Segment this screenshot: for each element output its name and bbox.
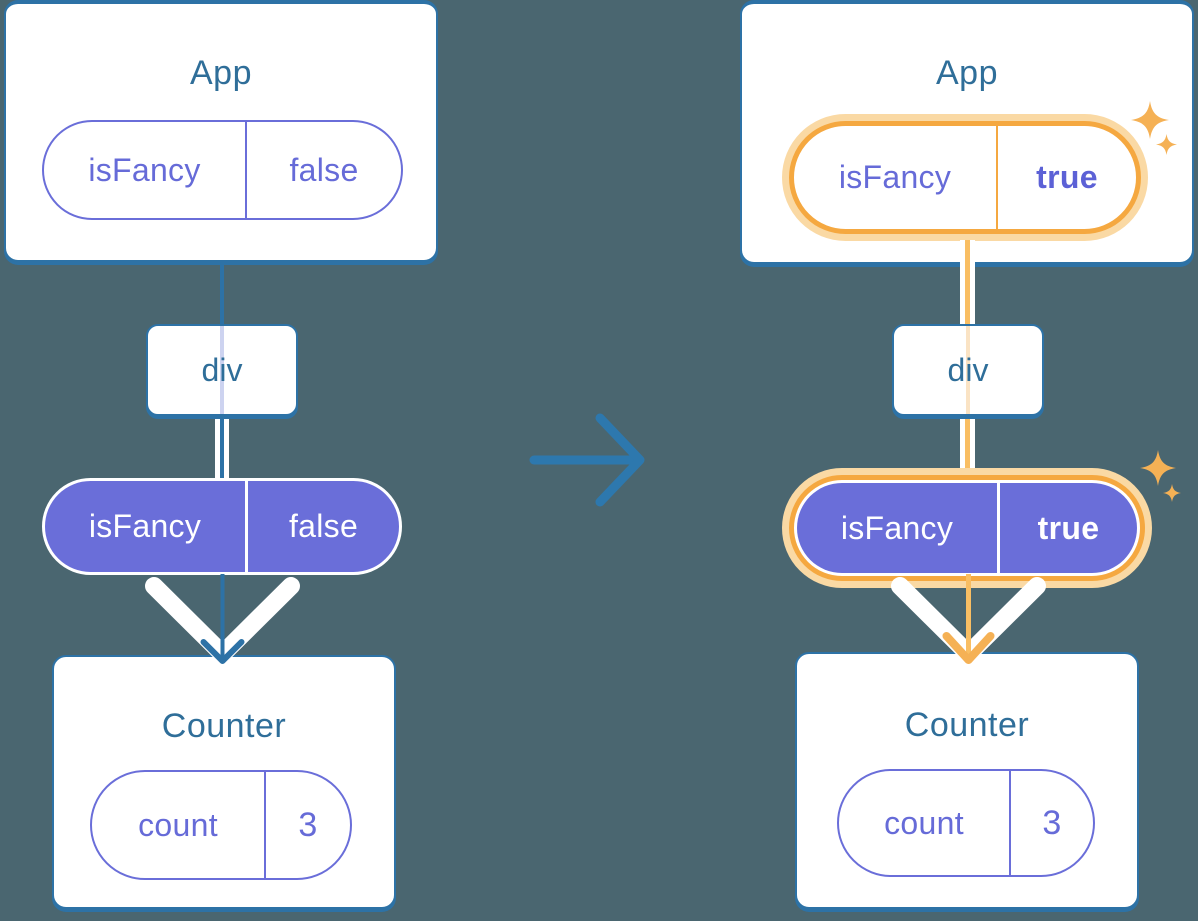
after-connector-div-prop-line	[965, 419, 970, 469]
after-connector-app-div-line	[965, 240, 970, 324]
after-div-label: div	[947, 351, 989, 388]
before-counter-card: Counter count 3	[52, 655, 396, 909]
state-value: true	[1036, 159, 1098, 195]
state-name: isFancy	[44, 122, 247, 218]
before-counter-state-pill: count 3	[90, 770, 352, 880]
sparkle-icon-small-top	[1156, 134, 1177, 155]
state-value: false	[289, 151, 359, 188]
state-name: count	[92, 772, 266, 878]
state-value: 3	[1042, 803, 1062, 842]
before-prop-flow-arrow-icon	[145, 574, 300, 664]
before-div-label: div	[201, 351, 243, 388]
after-app-state-pill-highlighted: isFancy true	[789, 121, 1141, 234]
after-app-card: App isFancy true	[740, 0, 1194, 264]
after-counter-title: Counter	[904, 706, 1030, 744]
after-div-thru-line	[966, 326, 970, 414]
prop-name: isFancy	[45, 481, 248, 572]
after-prop-flow-arrow-icon	[891, 574, 1046, 664]
state-value: 3	[298, 805, 318, 844]
prop-name: isFancy	[797, 483, 1000, 573]
before-app-state-pill: isFancy false	[42, 120, 403, 220]
before-connector-app-div	[220, 258, 224, 328]
prop-value: true	[1037, 509, 1100, 546]
transition-arrow-icon	[529, 413, 645, 507]
prop-value: false	[288, 508, 359, 544]
after-prop-pill-highlighted: isFancy true	[789, 475, 1145, 581]
sparkle-icon-large-bottom	[1140, 450, 1176, 486]
before-connector-div-prop-line	[220, 419, 224, 480]
before-app-card: App isFancy false	[4, 0, 438, 262]
before-counter-title: Counter	[161, 707, 287, 745]
state-name: count	[839, 771, 1011, 875]
before-prop-pill: isFancy false	[42, 478, 402, 575]
state-name: isFancy	[794, 126, 998, 229]
after-app-title: App	[936, 54, 998, 92]
before-div-box: div	[146, 324, 298, 416]
after-div-box: div	[892, 324, 1044, 416]
before-app-title: App	[190, 54, 252, 92]
before-div-thru-line	[220, 326, 224, 414]
after-counter-state-pill: count 3	[837, 769, 1095, 877]
sparkle-icon-small-bottom	[1163, 484, 1181, 502]
after-counter-card: Counter count 3	[795, 652, 1139, 909]
sparkle-icon-large-top	[1131, 101, 1169, 139]
